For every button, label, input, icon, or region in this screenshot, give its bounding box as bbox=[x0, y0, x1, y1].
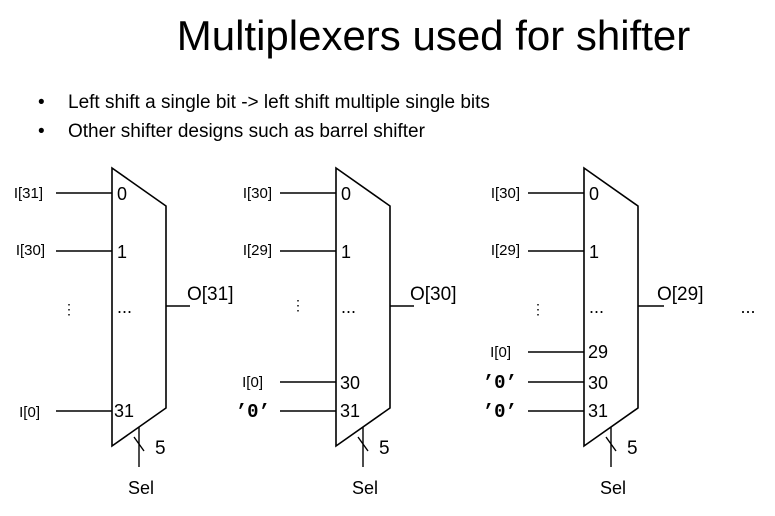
input-signal-label: I[0] bbox=[242, 374, 263, 391]
port-label: 0 bbox=[589, 184, 599, 204]
output-label: O[29] bbox=[657, 284, 703, 305]
bullet-dot: • bbox=[38, 121, 45, 142]
trailing-ellipsis: ... bbox=[740, 297, 755, 317]
vertical-ellipsis: ⋮ bbox=[62, 301, 76, 317]
input-signal-label: I[30] bbox=[16, 242, 45, 259]
port-label: ... bbox=[341, 297, 356, 317]
port-label: 31 bbox=[114, 401, 134, 421]
bullet-text: Other shifter designs such as barrel shi… bbox=[68, 121, 425, 142]
output-label: O[31] bbox=[187, 284, 233, 305]
port-label: ... bbox=[117, 297, 132, 317]
mux-1: I[31] I[30] ⋮ I[0] 0 1 ... 31 O[31] 5 Se… bbox=[14, 166, 233, 498]
input-signal-label: I[0] bbox=[19, 404, 40, 421]
constant-zero-label: ’0’ bbox=[483, 401, 517, 423]
port-label: 1 bbox=[341, 242, 351, 262]
port-label: 0 bbox=[341, 184, 351, 204]
port-label: 30 bbox=[340, 373, 360, 393]
vertical-ellipsis: ⋮ bbox=[531, 301, 545, 317]
port-label: 29 bbox=[588, 342, 608, 362]
port-label: 31 bbox=[340, 401, 360, 421]
slide-title: Multiplexers used for shifter bbox=[176, 12, 691, 59]
input-signal-label: I[29] bbox=[491, 242, 520, 259]
mux-3: I[30] I[29] ⋮ I[0] ’0’ ’0’ 0 1 ... 29 30… bbox=[483, 166, 703, 498]
bus-slash bbox=[605, 436, 617, 452]
mux-body bbox=[583, 166, 639, 448]
port-label: 31 bbox=[588, 401, 608, 421]
bullet-dot: • bbox=[38, 92, 45, 113]
port-label: 1 bbox=[117, 242, 127, 262]
port-label: 30 bbox=[588, 373, 608, 393]
bus-slash bbox=[133, 436, 145, 452]
bus-slash bbox=[357, 436, 369, 452]
bullet-item: • Left shift a single bit -> left shift … bbox=[38, 88, 490, 117]
select-width-label: 5 bbox=[155, 438, 166, 459]
bullet-list: • Left shift a single bit -> left shift … bbox=[38, 88, 490, 146]
bullet-item: • Other shifter designs such as barrel s… bbox=[38, 117, 490, 146]
input-signal-label: I[31] bbox=[14, 185, 43, 202]
input-signal-label: I[29] bbox=[243, 242, 272, 259]
constant-zero-label: ’0’ bbox=[483, 372, 517, 394]
select-label: Sel bbox=[352, 478, 378, 498]
output-label: O[30] bbox=[410, 284, 456, 305]
bullet-text: Left shift a single bit -> left shift mu… bbox=[68, 92, 490, 113]
vertical-ellipsis: ⋮ bbox=[291, 297, 305, 313]
select-label: Sel bbox=[600, 478, 626, 498]
mux-2: I[30] I[29] ⋮ I[0] ’0’ 0 1 ... 30 31 O[3… bbox=[236, 166, 456, 498]
input-signal-label: I[0] bbox=[490, 344, 511, 361]
constant-zero-label: ’0’ bbox=[236, 401, 270, 423]
input-signal-label: I[30] bbox=[243, 185, 272, 202]
mux-body bbox=[335, 166, 391, 448]
select-width-label: 5 bbox=[379, 438, 390, 459]
mux-body bbox=[111, 166, 167, 448]
select-label: Sel bbox=[128, 478, 154, 498]
port-label: 0 bbox=[117, 184, 127, 204]
input-signal-label: I[30] bbox=[491, 185, 520, 202]
port-label: 1 bbox=[589, 242, 599, 262]
port-label: ... bbox=[589, 297, 604, 317]
select-width-label: 5 bbox=[627, 438, 638, 459]
